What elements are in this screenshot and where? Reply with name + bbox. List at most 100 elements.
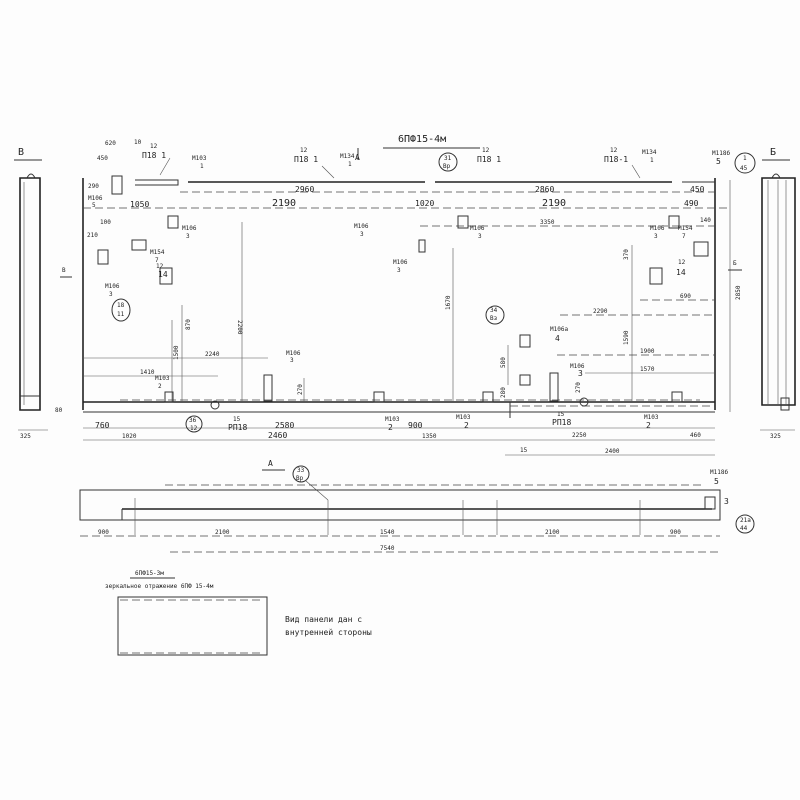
plan-dim-900: 900: [670, 529, 681, 536]
label-m134-num: 1: [348, 161, 352, 168]
callout-18-sheet: 11: [117, 311, 125, 318]
main-elevation: 6ПФ15-4м 620 450 10 12 П18 1 М103 1 12 П…: [55, 134, 756, 456]
mark-14: 14: [158, 270, 168, 279]
label-12: 12: [482, 147, 490, 154]
mark-rp18: РП18: [552, 418, 571, 427]
label-p18: П18 1: [294, 155, 318, 164]
dim-2290: 2290: [593, 308, 608, 315]
mirror-subtitle: зеркальное отражение 6ПФ 15-4м: [105, 583, 214, 590]
dim-450: 450: [690, 185, 705, 194]
plan-view-a: А 33 Вр М118б 5 3 21а 44 900 2100 1540 2…: [79, 459, 755, 553]
callout-18: 18: [117, 302, 125, 309]
dim-325-right: 325: [770, 433, 781, 440]
mark-m103: М103: [644, 414, 659, 421]
dim-1050: 1050: [130, 200, 149, 209]
callout-36: 36: [189, 417, 197, 424]
label-12: 12: [150, 143, 158, 150]
mark-m106-num: 3: [109, 291, 113, 298]
dim-1500: 1500: [173, 345, 180, 360]
label-290: 290: [88, 183, 99, 190]
dim-460: 460: [690, 432, 701, 439]
label-620: 620: [105, 140, 116, 147]
callout-34: 34: [490, 307, 498, 314]
note: Вид панели дан с внутренней стороны: [285, 615, 372, 637]
dim-2200: 2200: [236, 320, 243, 335]
mark-m154: М154: [678, 225, 693, 232]
mark-m106-num: 3: [397, 267, 401, 274]
dim-2250: 2250: [572, 432, 587, 439]
dim-1020: 1020: [415, 199, 434, 208]
mark-m103: М103: [456, 414, 471, 421]
mark-12: 12: [678, 259, 686, 266]
mirror-title: 6ПФ15-3м: [135, 570, 164, 577]
dim-1900: 1900: [640, 348, 655, 355]
section-right-label: Б: [770, 147, 776, 158]
dim-2400: 2400: [605, 448, 620, 455]
note-line-2: внутренней стороны: [285, 628, 372, 637]
mark-m154-num: 7: [155, 257, 159, 264]
plan-dim-3: 3: [724, 497, 729, 506]
dim-2850: 2850: [735, 285, 742, 300]
mark-m103: М103: [385, 416, 400, 423]
label-12: 12: [300, 147, 308, 154]
mark-m103: М103: [155, 375, 170, 382]
mark-m106: М106: [286, 350, 301, 357]
mark-m106: М106: [354, 223, 369, 230]
mark-m106: М106: [105, 283, 120, 290]
dim-3350: 3350: [540, 219, 555, 226]
callout-21a: 21а: [740, 517, 751, 524]
mark-m106-num: 3: [290, 357, 294, 364]
label-m103-num: 1: [200, 163, 204, 170]
dim-2240: 2240: [205, 351, 220, 358]
mark-m103-num: 2: [646, 421, 651, 430]
dim-1670: 1670: [445, 295, 452, 310]
mark-m103-num: 2: [158, 383, 162, 390]
dim-2460: 2460: [268, 431, 287, 440]
dim-870: 870: [185, 319, 192, 330]
dim-2190: 2190: [542, 198, 566, 209]
label-m134-num: 1: [650, 157, 654, 164]
mark-m154: М154: [150, 249, 165, 256]
mark-m106: М106: [650, 225, 665, 232]
label-p18: П18 1: [477, 155, 501, 164]
plan-view-label: А: [268, 459, 273, 468]
label-12: 12: [610, 147, 618, 154]
label-10: 10: [134, 139, 142, 146]
label-m134: М134: [642, 149, 657, 156]
label-m134: М134: [340, 153, 355, 160]
drawing-title: 6ПФ15-4м: [398, 134, 446, 145]
dim-1590: 1590: [623, 330, 630, 345]
callout-34-sheet: Вз: [490, 315, 498, 322]
dim-15: 15: [520, 447, 528, 454]
mark-12: 12: [156, 263, 164, 270]
mark-14: 14: [676, 268, 686, 277]
dim-2960: 2960: [295, 185, 314, 194]
mark-rp18: РП18: [228, 423, 247, 432]
plan-dim-2100: 2100: [545, 529, 560, 536]
plan-dim-2100: 2100: [215, 529, 230, 536]
mark-15: 15: [557, 411, 565, 418]
mark-m103-num: 2: [388, 423, 393, 432]
mark-15: 15: [233, 416, 241, 423]
mark-m106: М106: [182, 225, 197, 232]
arrow-b-label: Б: [733, 260, 737, 267]
plan-dim-1540: 1540: [380, 529, 395, 536]
dim-100: 100: [100, 219, 111, 226]
callout-21a-sheet: 44: [740, 525, 748, 532]
callout-31-sheet: Вр: [443, 163, 451, 170]
dim-760: 760: [95, 421, 110, 430]
plan-dim-900: 900: [98, 529, 109, 536]
mark-m106a: М106а: [550, 326, 568, 333]
mark-m103-num: 2: [464, 421, 469, 430]
mark-m106a-num: 4: [555, 334, 560, 343]
dim-1350: 1350: [422, 433, 437, 440]
dim-490: 490: [684, 199, 699, 208]
callout-33: 33: [297, 467, 305, 474]
mirror-panel-sketch: 6ПФ15-3м зеркальное отражение 6ПФ 15-4м: [105, 570, 268, 656]
mark-m106-num: 3: [360, 231, 364, 238]
plan-mark-m118: М118б: [710, 469, 728, 476]
label-m106: М106: [88, 195, 103, 202]
mark-m106: М106: [570, 363, 585, 370]
